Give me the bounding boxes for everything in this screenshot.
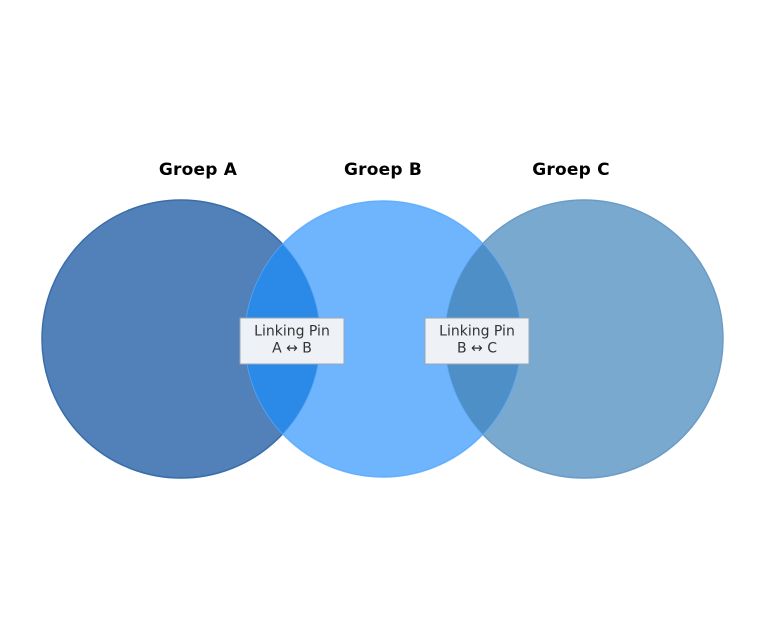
group-label-c: Groep C bbox=[532, 160, 610, 180]
linking-pin-bc-title: Linking Pin bbox=[439, 323, 515, 340]
linking-pin-ab-pair: A ↔ B bbox=[272, 340, 312, 357]
linking-pin-ab-title: Linking Pin bbox=[254, 323, 330, 340]
group-label-b: Groep B bbox=[344, 160, 422, 180]
linking-pin-box-bc[interactable]: Linking Pin B ↔ C bbox=[424, 317, 530, 365]
linking-pin-box-ab[interactable]: Linking Pin A ↔ B bbox=[239, 317, 345, 365]
linking-pin-bc-pair: B ↔ C bbox=[456, 340, 497, 357]
group-label-a: Groep A bbox=[158, 160, 238, 180]
